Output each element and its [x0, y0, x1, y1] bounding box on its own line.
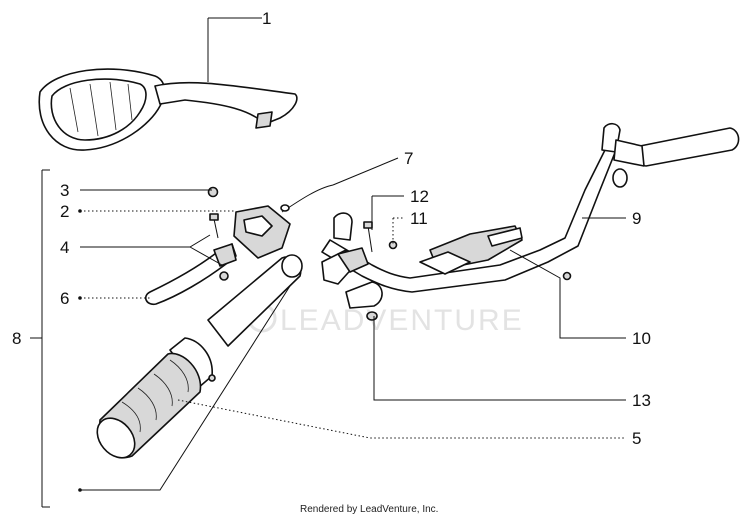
callout-3: 3 — [60, 181, 69, 200]
callout-5: 5 — [632, 429, 641, 448]
watermark-logo: LEADVENTURE — [247, 303, 524, 337]
switch-icon — [233, 184, 334, 259]
callout-6: 6 — [60, 289, 69, 308]
leader-lines — [30, 17, 626, 508]
callout-11: 11 — [410, 209, 428, 228]
callout-13: 13 — [632, 391, 651, 410]
callout-9: 9 — [632, 209, 641, 228]
mirror-icon — [38, 68, 298, 151]
callout-10: 10 — [632, 329, 651, 348]
callout-1: 1 — [262, 9, 271, 28]
credit-text: Rendered by LeadVenture, Inc. — [300, 504, 438, 515]
callout-labels: 1 2 3 4 5 6 7 8 9 10 11 12 13 — [12, 9, 651, 448]
brake-lever-icon — [144, 243, 237, 306]
screw-icon — [207, 186, 572, 281]
callout-7: 7 — [404, 149, 413, 168]
callout-4: 4 — [60, 238, 69, 257]
watermark-text: LEADVENTURE — [280, 304, 524, 337]
handlebar-icon — [321, 122, 740, 293]
grip-icon — [96, 254, 303, 459]
callout-8: 8 — [12, 329, 21, 348]
callout-2: 2 — [60, 202, 69, 221]
callout-12: 12 — [410, 187, 429, 206]
